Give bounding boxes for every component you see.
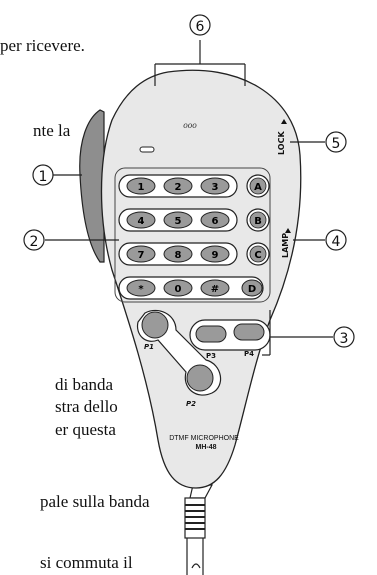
indicator-slot bbox=[139, 146, 155, 153]
p4-key[interactable] bbox=[233, 323, 265, 341]
svg-text:2: 2 bbox=[175, 182, 182, 193]
svg-text:2: 2 bbox=[30, 234, 39, 250]
svg-text:3: 3 bbox=[340, 331, 349, 347]
svg-text:1: 1 bbox=[138, 182, 145, 193]
svg-text:B: B bbox=[254, 216, 262, 227]
callout-2: 2 bbox=[23, 229, 45, 251]
svg-text:9: 9 bbox=[212, 250, 219, 261]
ptt-side-button[interactable] bbox=[79, 109, 105, 263]
text-fragment: si commuta il bbox=[40, 553, 133, 572]
key-0[interactable]: 0 bbox=[163, 279, 193, 297]
key-5[interactable]: 5 bbox=[163, 211, 193, 229]
key-6[interactable]: 6 bbox=[200, 211, 230, 229]
key-8[interactable]: 8 bbox=[163, 245, 193, 263]
svg-text:6: 6 bbox=[212, 216, 219, 227]
callout-6: 6 bbox=[189, 14, 211, 36]
p2-label: P2 bbox=[186, 400, 196, 408]
svg-text:1: 1 bbox=[39, 169, 48, 185]
lock-switch-label: LOCK bbox=[277, 131, 286, 155]
key-hash[interactable]: # bbox=[200, 279, 230, 297]
key-c[interactable]: C bbox=[246, 242, 270, 266]
callout-5: 5 bbox=[325, 131, 347, 153]
svg-text:4: 4 bbox=[332, 234, 341, 250]
key-9[interactable]: 9 bbox=[200, 245, 230, 263]
text-fragment: nte la bbox=[33, 121, 71, 140]
mic-grille-dots: ooo bbox=[183, 120, 197, 130]
product-name: DTMF MICROPHONE bbox=[169, 435, 239, 442]
text-fragment: di banda bbox=[55, 375, 114, 394]
model-number: MH-48 bbox=[195, 444, 216, 451]
svg-text:8: 8 bbox=[175, 250, 182, 261]
key-4[interactable]: 4 bbox=[126, 211, 156, 229]
p1-key[interactable] bbox=[141, 311, 169, 339]
p2-key[interactable] bbox=[186, 364, 214, 392]
callout-1: 1 bbox=[32, 164, 54, 186]
p1-label: P1 bbox=[144, 343, 154, 351]
key-d[interactable]: D bbox=[241, 279, 263, 297]
svg-text:5: 5 bbox=[175, 216, 182, 227]
key-a[interactable]: A bbox=[246, 174, 270, 198]
svg-text:5: 5 bbox=[332, 136, 341, 152]
svg-text:0: 0 bbox=[175, 284, 182, 295]
svg-text:3: 3 bbox=[212, 182, 219, 193]
callout-4: 4 bbox=[325, 229, 347, 251]
cord bbox=[184, 484, 214, 575]
svg-text:4: 4 bbox=[138, 216, 145, 227]
svg-text:7: 7 bbox=[138, 250, 145, 261]
svg-text:C: C bbox=[254, 250, 261, 261]
callout-lines bbox=[45, 40, 333, 356]
callout-3: 3 bbox=[333, 326, 355, 348]
text-fragment: stra dello bbox=[55, 397, 118, 416]
key-b[interactable]: B bbox=[246, 208, 270, 232]
svg-text:A: A bbox=[254, 182, 262, 193]
key-star[interactable]: * bbox=[126, 279, 156, 297]
key-2[interactable]: 2 bbox=[163, 177, 193, 195]
p4-label: P4 bbox=[244, 350, 254, 358]
svg-text:*: * bbox=[138, 284, 144, 295]
text-fragment: er questa bbox=[55, 420, 116, 439]
key-1[interactable]: 1 bbox=[126, 177, 156, 195]
p3-label: P3 bbox=[206, 352, 216, 360]
lamp-button-label: LAMP bbox=[281, 233, 290, 258]
text-fragment: pale sulla banda bbox=[40, 492, 150, 511]
svg-text:6: 6 bbox=[196, 19, 205, 35]
p3-key[interactable] bbox=[195, 325, 227, 343]
key-3[interactable]: 3 bbox=[200, 177, 230, 195]
svg-text:#: # bbox=[211, 284, 219, 295]
text-fragment: per ricevere. bbox=[0, 36, 85, 55]
key-7[interactable]: 7 bbox=[126, 245, 156, 263]
svg-text:D: D bbox=[248, 284, 256, 295]
